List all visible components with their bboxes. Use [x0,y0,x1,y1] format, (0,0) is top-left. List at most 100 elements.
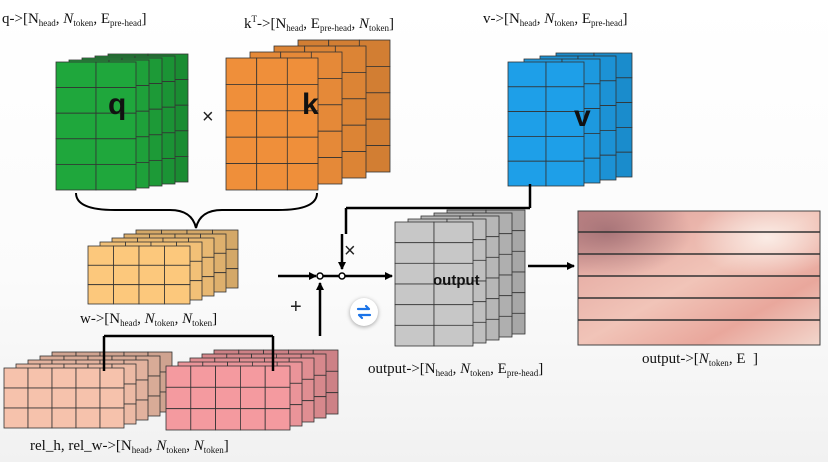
rel-w-tensor-cell [165,365,192,388]
rel-h-tensor-cell [51,367,77,389]
k-tensor-cell [286,136,319,164]
w-tensor-cell [87,284,114,305]
rel-h-tensor-cell [27,367,53,389]
rel-w-tensor-cell [215,408,241,431]
w-tensor-cell [138,264,165,285]
rel-w-tensor-cell [239,365,266,388]
rel-w-tensor-cell [190,386,217,409]
output-tensor-stack [394,209,526,347]
rel-h-tensor-cell [99,387,125,409]
connectors [102,184,575,371]
w-tensor-cell [87,245,114,266]
q-tensor-cell [95,112,137,140]
q-tensor-cell [55,163,97,191]
w-shape-label: w->[Nhead, Ntoken, Ntoken] [80,311,218,328]
v-tensor-cell [507,135,547,162]
w-tensor-stack [87,229,239,305]
v-tensor-cell [507,61,547,88]
output-tensor-label: output [433,272,480,289]
rel-w-tensor-cell [239,386,266,409]
w-tensor-cell [138,284,165,305]
q-tensor-cell [55,112,97,140]
junction-dot [338,272,346,280]
rel-w-tensor-cell [264,365,291,388]
rel-h-tensor-cell [27,387,53,409]
rel-h-tensor-cell [75,387,101,409]
w-tensor-cell [164,264,191,285]
k-tensor-cell [286,110,319,138]
rel-h-tensor-cell [27,407,53,429]
k-tensor-stack [225,39,391,191]
rel-w-tensor-cell [215,386,241,409]
rel-h-tensor-cell [75,407,101,429]
rel-h-tensor-cell [99,407,125,429]
rel-w-tensor-cell [190,365,217,388]
v-tensor-cell [507,160,547,187]
output-tensor-cell [394,304,435,326]
v-shape-label: v->[Nhead, Ntoken, Epre-head] [483,11,628,28]
output-tensor-cell [433,324,474,347]
rel-w-tensor-cell [215,365,241,388]
q-shape-label: q->[Nhead, Ntoken, Epre-head] [2,11,147,28]
v-tensor-cell [545,135,585,162]
v-tensor-cell [507,86,547,113]
q-label: q [108,88,127,121]
rel-w-tensor-cell [165,386,192,409]
output-tensor-cell [394,242,435,264]
k-tensor-cell [225,163,258,191]
q-tensor-cell [95,163,137,191]
final-output-heatmap [577,210,821,346]
k-shape-label: kT->[Nhead, Epre-head, Ntoken] [244,14,394,33]
v-tensor-cell [545,160,585,187]
v-tensor-cell [545,61,585,88]
k-tensor-cell [225,57,258,85]
k-tensor-cell [256,110,288,138]
v-label: v [574,100,591,133]
multiply-operator: × [344,240,356,262]
w-tensor-cell [113,245,140,266]
rel-h-tensor-cell [51,407,77,429]
q-tensor-stack [55,53,189,191]
w-tensor-cell [113,284,140,305]
k-tensor-cell [256,136,288,164]
add-operator: + [290,296,302,318]
grouping-brace [75,192,318,229]
k-tensor-cell [256,163,288,191]
k-label: k [302,88,319,121]
v-tensor-stack [507,52,633,187]
q-tensor-cell [55,138,97,165]
w-tensor-cell [113,264,140,285]
k-tensor-cell [286,163,319,191]
q-tensor-cell [95,138,137,165]
q-tensor-cell [55,87,97,114]
final-output-shape-label: output->[Ntoken, E ] [642,351,758,368]
output-tensor-cell [394,262,435,285]
output-tensor-cell [433,221,474,244]
rel-w-tensor-cell [190,408,217,431]
w-tensor-cell [87,264,114,285]
junction-dot [316,272,324,280]
rel-w-tensor-cell [264,408,291,431]
output-tensor-cell [394,283,435,306]
rel-w-tensor-cell [264,386,291,409]
w-tensor-cell [164,284,191,305]
v-tensor-cell [545,86,585,113]
rel-w-tensor-cell [239,408,266,431]
swap-arrows-icon[interactable] [350,298,378,326]
rel-h-tensor-cell [3,387,29,409]
q-tensor-cell [55,61,97,89]
w-tensor-cell [164,245,191,266]
rel-shape-label: rel_h, rel_w->[Nhead, Ntoken, Ntoken] [30,438,229,455]
output-tensor-cell [394,324,435,347]
k-tensor-cell [225,110,258,138]
k-tensor-cell [225,136,258,164]
k-tensor-cell [225,84,258,112]
rel-h-tensor-cell [51,387,77,409]
v-tensor-cell [545,111,585,137]
k-tensor-cell [286,57,319,85]
rel-w-tensor-stack [165,349,339,431]
rel-h-tensor-cell [3,407,29,429]
rel-h-tensor-stack [3,351,173,429]
